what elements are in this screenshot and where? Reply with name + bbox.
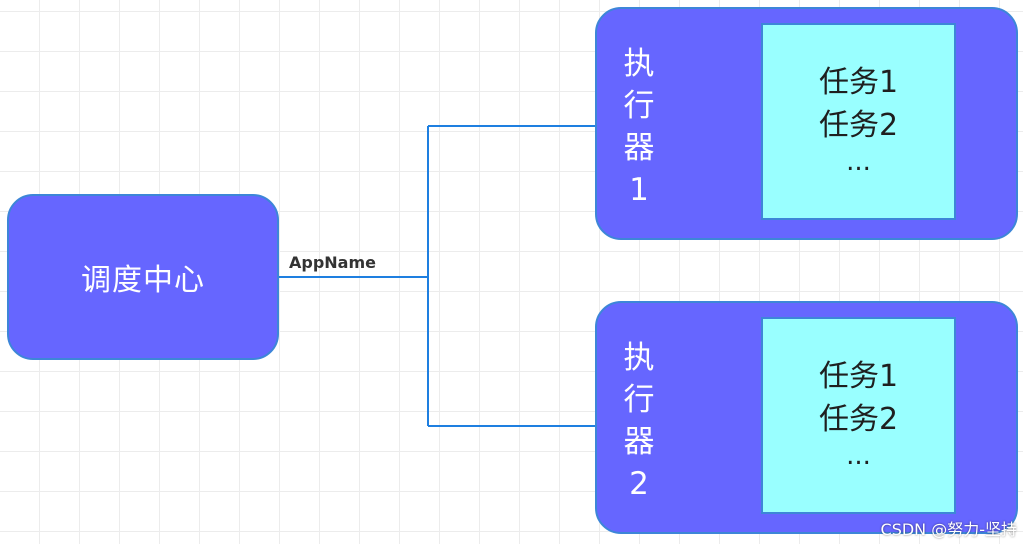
watermark: CSDN @努力-坚持 xyxy=(880,520,1017,539)
executor-label-char: 执 xyxy=(623,46,655,82)
task-ellipsis: ... xyxy=(846,441,871,471)
executor-node-1[interactable]: 执 行 器 1 任务1 任务2 ... xyxy=(595,7,1018,240)
executor-label-char: 1 xyxy=(629,172,649,208)
executor-label-char: 器 xyxy=(623,424,655,460)
task-list-box[interactable]: 任务1 任务2 ... xyxy=(761,317,956,514)
task-item: 任务2 xyxy=(818,108,899,143)
task-list-box[interactable]: 任务1 任务2 ... xyxy=(761,23,956,220)
executor-label-char: 行 xyxy=(623,88,655,124)
scheduler-label: 调度中心 xyxy=(81,263,205,298)
task-item: 任务1 xyxy=(818,65,899,100)
executor-label: 执 行 器 1 xyxy=(611,43,667,211)
executor-label: 执 行 器 2 xyxy=(611,337,667,505)
task-ellipsis: ... xyxy=(846,147,871,177)
edge-scheduler-to-executors xyxy=(279,125,595,427)
executor-label-char: 器 xyxy=(623,130,655,166)
edge-label-appname: AppName xyxy=(289,253,376,272)
executor-label-char: 行 xyxy=(623,382,655,418)
executor-label-char: 2 xyxy=(629,466,649,502)
task-item: 任务2 xyxy=(818,402,899,437)
scheduler-node[interactable]: 调度中心 xyxy=(7,194,279,360)
executor-label-char: 执 xyxy=(623,340,655,376)
task-item: 任务1 xyxy=(818,359,899,394)
executor-node-2[interactable]: 执 行 器 2 任务1 任务2 ... xyxy=(595,301,1018,534)
